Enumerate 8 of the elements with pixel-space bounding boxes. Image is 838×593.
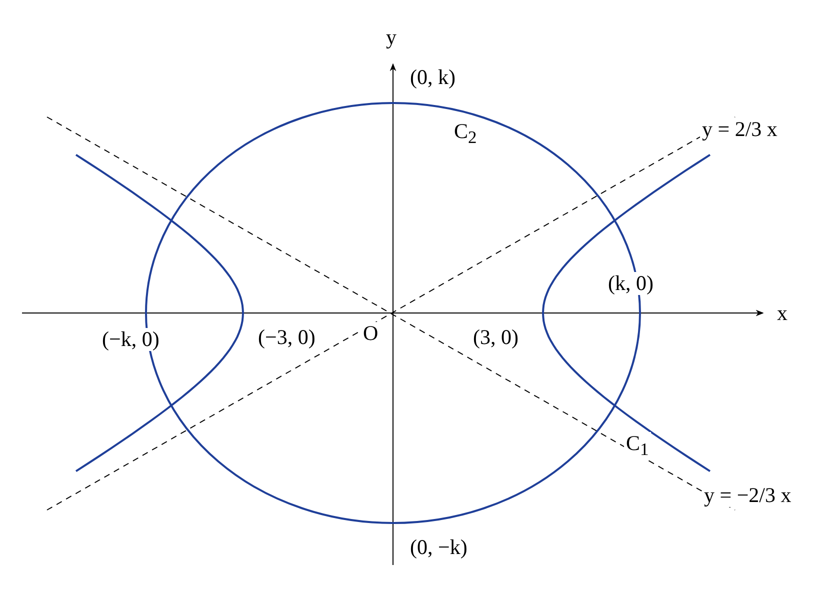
point-label: (0, k) <box>408 66 458 89</box>
curve-label: C$_{1}$ <box>624 432 651 460</box>
point-label: (3, 0) <box>471 326 520 349</box>
asymptote-label: y = 2/3 x <box>700 118 780 141</box>
point-label: (−3, 0) <box>256 326 318 349</box>
point-label: (k, 0) <box>606 272 656 295</box>
point-label: (0, −k) <box>408 536 470 559</box>
point-label: (−k, 0) <box>100 328 162 351</box>
